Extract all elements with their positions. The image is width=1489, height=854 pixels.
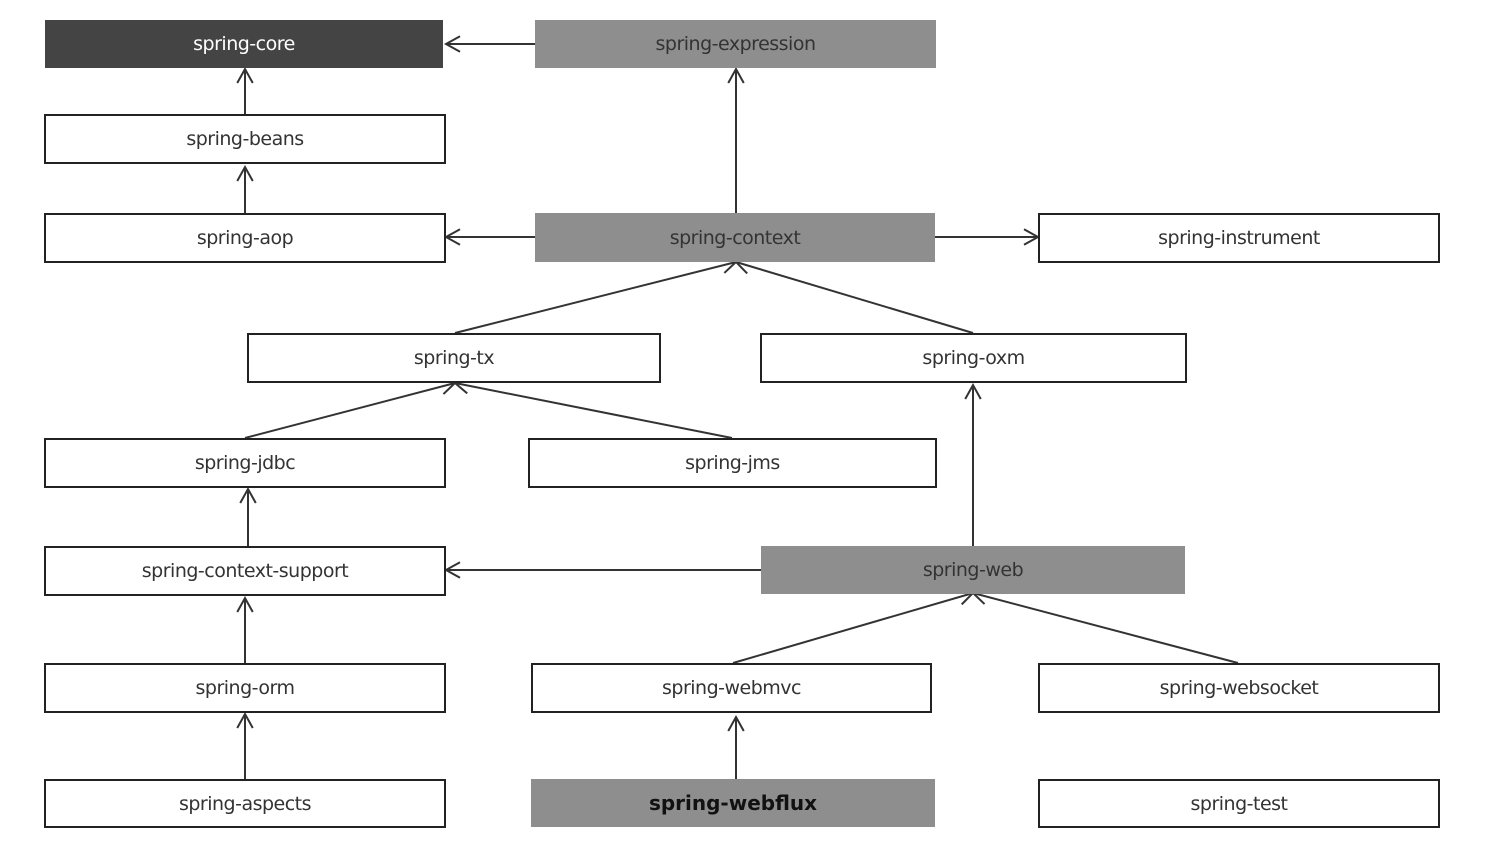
arrowhead-orm-to-context_support — [236, 595, 254, 613]
node-spring-expression: spring-expression — [535, 20, 936, 68]
arrowhead-beans-to-core — [236, 66, 254, 84]
arrowhead-web-to-oxm — [964, 382, 982, 400]
arrowhead-context-to-aop — [443, 228, 461, 246]
node-spring-jdbc: spring-jdbc — [44, 438, 446, 488]
arrowhead-context-to-expression — [727, 66, 745, 84]
node-spring-context: spring-context — [535, 213, 935, 262]
edge-webmvc-to-web — [732, 592, 974, 664]
node-spring-web: spring-web — [761, 546, 1185, 594]
arrowhead-webflux-to-webmvc — [727, 714, 745, 732]
arrowhead-aspects-to-orm — [236, 711, 254, 729]
arrowhead-context_support-to-jdbc — [239, 486, 257, 504]
node-spring-tx: spring-tx — [247, 333, 661, 383]
node-spring-oxm: spring-oxm — [760, 333, 1187, 383]
node-spring-webmvc: spring-webmvc — [531, 663, 932, 713]
edge-jdbc-to-tx — [244, 382, 456, 439]
edge-tx-to-context — [454, 261, 737, 334]
node-spring-orm: spring-orm — [44, 663, 446, 713]
node-spring-beans: spring-beans — [44, 114, 446, 164]
node-spring-core: spring-core — [45, 20, 443, 68]
node-spring-context-support: spring-context-support — [44, 546, 446, 596]
arrowhead-aop-to-beans — [236, 164, 254, 182]
edge-oxm-to-context — [735, 261, 974, 334]
node-spring-aop: spring-aop — [44, 213, 446, 263]
node-spring-jms: spring-jms — [528, 438, 937, 488]
arrowhead-web-to-context_support — [443, 561, 461, 579]
node-spring-websocket: spring-websocket — [1038, 663, 1440, 713]
node-spring-test: spring-test — [1038, 779, 1440, 828]
node-spring-webflux: spring-webflux — [531, 779, 935, 827]
node-spring-aspects: spring-aspects — [44, 779, 446, 828]
edge-websocket-to-web — [972, 592, 1239, 664]
edge-jms-to-tx — [454, 382, 733, 439]
node-spring-instrument: spring-instrument — [1038, 213, 1440, 263]
arrowhead-expression-to-core — [443, 35, 461, 53]
